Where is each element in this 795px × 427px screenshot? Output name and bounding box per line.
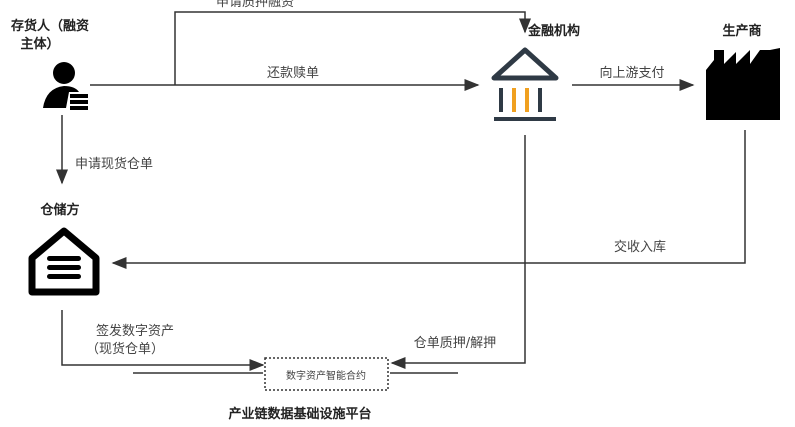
- label-repay: 还款赎单: [266, 66, 320, 81]
- contract-box: [264, 357, 389, 391]
- label-contract: 数字资产智能合约: [286, 371, 366, 382]
- bank-icon: [491, 47, 559, 121]
- edge-apply-loan: [174, 11, 531, 85]
- label-delivery: 交收入库: [613, 240, 667, 255]
- label-pay-upstream: 向上游支付: [599, 66, 665, 81]
- person-icon: [43, 62, 88, 110]
- label-issue-line2: （现货仓单）: [85, 342, 165, 357]
- label-apply-loan: 申请质押融资: [215, 0, 295, 10]
- edge-delivery: [111, 130, 746, 269]
- edge-pledge: [390, 135, 526, 369]
- label-apply-receipt: 申请现货仓单: [75, 157, 154, 172]
- label-producer: 生产商: [722, 24, 762, 39]
- label-borrower-line2: 主体）: [20, 37, 60, 52]
- label-borrower-line1: 存货人（融资: [10, 19, 90, 34]
- label-warehouse: 仓储方: [40, 203, 80, 218]
- warehouse-icon: [28, 227, 100, 296]
- label-bank: 金融机构: [528, 24, 581, 39]
- label-pledge: 仓单质押/解押: [413, 336, 497, 351]
- label-issue-line1: 签发数字资产: [95, 324, 175, 339]
- edge-issue: [61, 310, 265, 371]
- factory-icon: [706, 48, 780, 120]
- label-platform: 产业链数据基础设施平台: [228, 407, 372, 422]
